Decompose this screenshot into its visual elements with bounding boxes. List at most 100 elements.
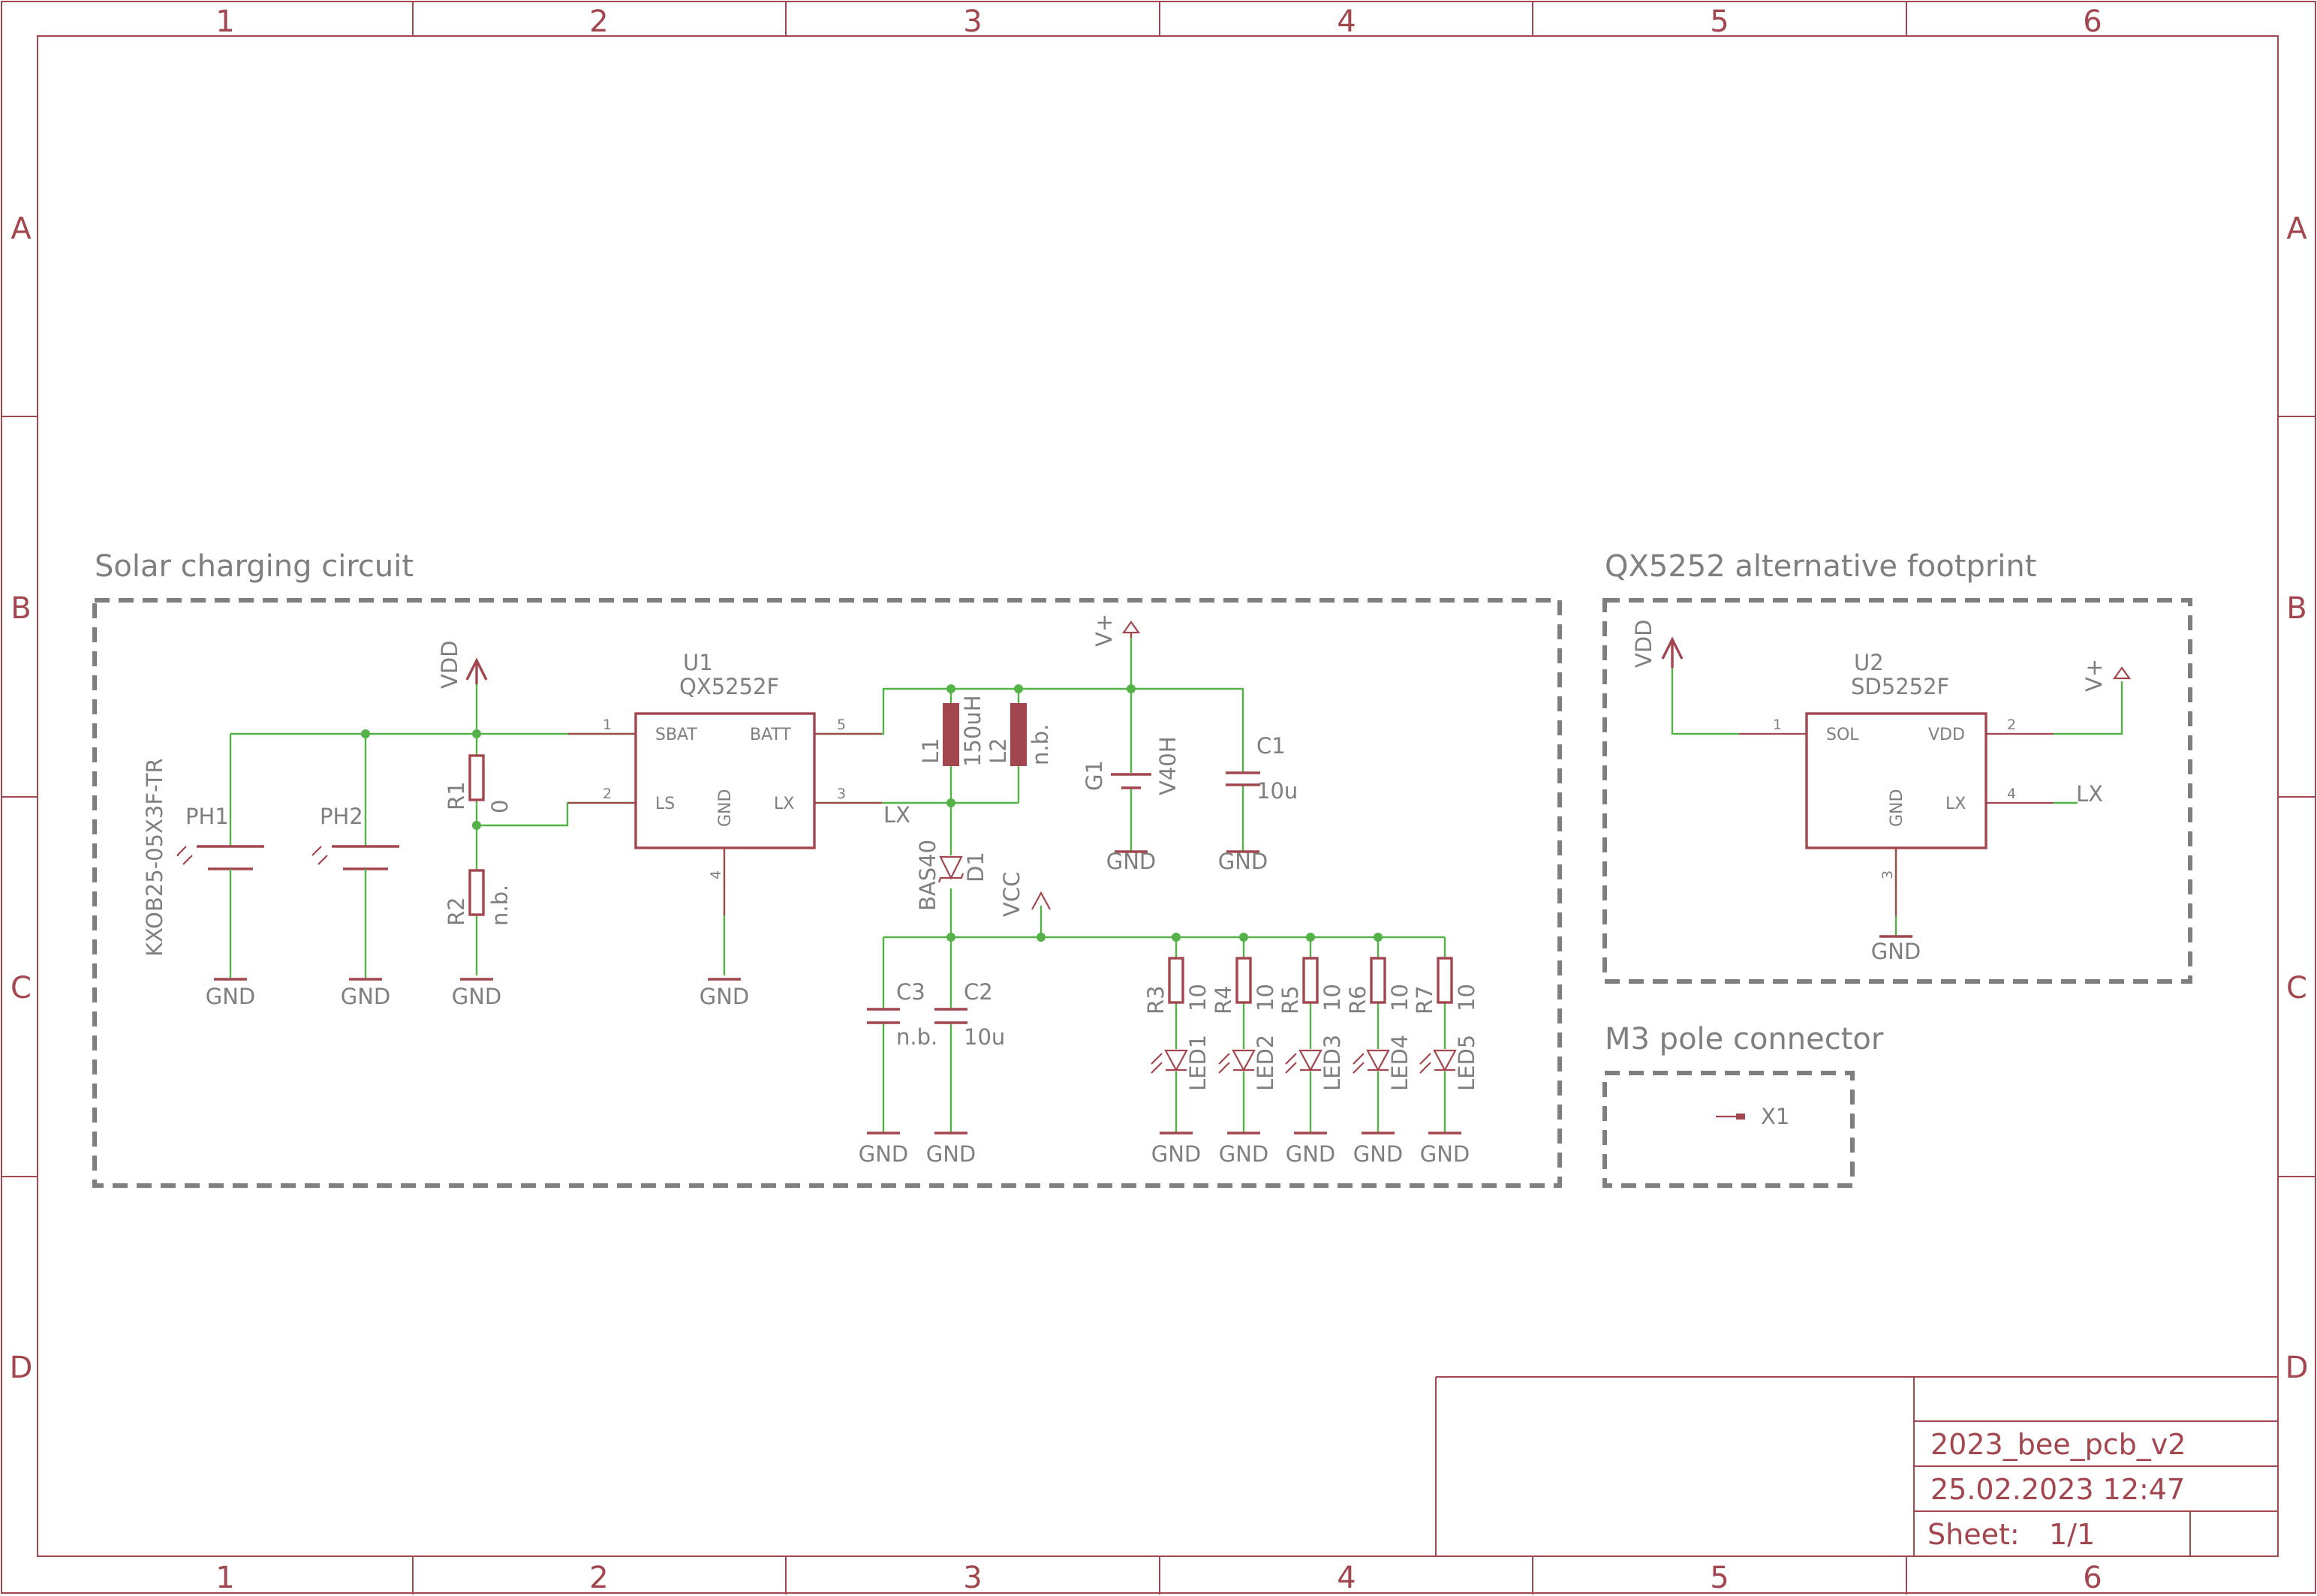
section-solar: Solar charging circuit (92, 549, 1562, 1188)
column-label: 3 (963, 5, 982, 39)
column-label: 1 (215, 1561, 234, 1595)
gnd-symbol: GND (1286, 1132, 1335, 1167)
vplus-supply-alt: V+ (2081, 659, 2132, 692)
component-value: n.b. (1028, 724, 1053, 765)
pin-name: SBAT (655, 726, 697, 744)
column-label: 5 (1710, 5, 1729, 39)
pin-number: 2 (603, 786, 612, 802)
led-branch-4: R6 10 LED4 (1345, 957, 1413, 1091)
gnd-symbol: GND (1871, 935, 1921, 964)
row-label: C (11, 971, 32, 1005)
net-label-lx: LX (883, 802, 910, 828)
row-labels-left: A B C D (10, 212, 33, 1385)
row-dividers (2, 416, 2315, 1177)
pin-name: LX (1945, 795, 1966, 813)
net-label: GND (341, 984, 391, 1009)
light-arrows-icon (1285, 1053, 1297, 1074)
component-ref: U2 (1854, 650, 1884, 675)
pin-name: GND (716, 789, 735, 827)
junction-dot (946, 798, 955, 807)
component-ref: D1 (963, 852, 988, 882)
light-arrows-icon (1151, 1053, 1163, 1074)
section-box (92, 598, 1562, 1188)
led-branch-3: R5 10 LED3 (1277, 957, 1345, 1091)
led-branch-2: R4 10 LED2 (1211, 957, 1278, 1091)
component-value: 0 (487, 800, 513, 813)
component-ref: R4 (1211, 985, 1236, 1014)
component-value: n.b. (896, 1024, 937, 1050)
section-m3-connector: M3 pole connector (1602, 1022, 1884, 1188)
vcc-supply: VCC (999, 872, 1051, 917)
column-label: 6 (2083, 5, 2102, 39)
pin-number: 3 (1879, 870, 1896, 879)
r2-resistor: R2 n.b. (444, 869, 513, 926)
title-block: 2023_bee_pcb_v2 25.02.2023 12:47 Sheet: … (1435, 1376, 2278, 1556)
net-label: GND (452, 984, 502, 1009)
light-arrows-icon (1353, 1053, 1365, 1074)
column-label: 4 (1337, 5, 1356, 39)
light-arrows-icon (1218, 1053, 1230, 1074)
led-ref: LED2 (1253, 1035, 1278, 1091)
sheet-label: Sheet: (1927, 1518, 2020, 1551)
component-ref: PH1 (185, 804, 229, 829)
pin-number: 2 (2007, 717, 2016, 733)
net-label: GND (206, 984, 256, 1009)
net-label: V+ (1091, 614, 1117, 647)
net-label: GND (1219, 1141, 1269, 1167)
section-title: Solar charging circuit (95, 549, 414, 584)
junction-dot (1374, 933, 1383, 942)
column-dividers (412, 2, 1907, 1594)
component-ref: U1 (683, 650, 713, 675)
ph2-solar-cell: PH2 (311, 804, 399, 979)
gnd-symbol: GND (1106, 849, 1157, 874)
d1-diode: BAS40 D1 (915, 840, 988, 911)
component-value: SD5252F (1851, 674, 1949, 699)
net-label: GND (1151, 1141, 1202, 1167)
gnd-symbol: GND (926, 1132, 976, 1167)
sheet-number: 1/1 (2049, 1518, 2095, 1551)
led-branch-1: R3 10 LED1 (1143, 957, 1211, 1091)
component-ref: PH2 (320, 804, 363, 829)
column-label: 5 (1710, 1561, 1729, 1595)
junction-dot (361, 729, 370, 738)
junction-dot (946, 684, 955, 693)
component-value: QX5252F (679, 674, 779, 699)
component-ref: R5 (1277, 985, 1303, 1014)
gnd-symbol: GND (206, 978, 256, 1009)
row-label: A (2286, 212, 2307, 246)
net-label: GND (926, 1141, 976, 1167)
g1-battery: G1 V40H (1082, 736, 1181, 795)
pin-number: 4 (2007, 786, 2016, 802)
column-label: 2 (589, 5, 608, 39)
drawing-date: 25.02.2023 12:47 (1930, 1473, 2185, 1506)
pin-name: LX (774, 795, 794, 813)
led-ref: LED5 (1454, 1035, 1479, 1091)
component-ref: R6 (1345, 985, 1371, 1014)
net-label: VCC (999, 872, 1025, 917)
net-label: GND (1871, 939, 1921, 964)
c3-capacitor: C3 n.b. (867, 979, 937, 1050)
component-value: 10 (1253, 984, 1278, 1011)
vdd-supply: VDD (437, 641, 488, 690)
junction-dot (1306, 933, 1315, 942)
led-ref: LED1 (1185, 1035, 1211, 1091)
section-box (1602, 598, 2192, 984)
row-label: B (2286, 591, 2306, 626)
junction-dot (1239, 933, 1248, 942)
vplus-supply: V+ (1091, 614, 1141, 647)
component-ref: C2 (964, 979, 993, 1005)
section-box (1602, 1071, 1855, 1188)
pin-number: 1 (1773, 717, 1782, 733)
section-title: M3 pole connector (1605, 1022, 1884, 1056)
pin-name: BATT (750, 726, 791, 744)
component-value: KXOB25-05X3F-TR (142, 758, 167, 957)
gnd-symbol: GND (1218, 849, 1268, 874)
junctions (361, 684, 1383, 942)
component-ref: C1 (1256, 733, 1286, 759)
net-label: VDD (437, 641, 462, 690)
net-label: GND (1353, 1141, 1404, 1167)
row-label: C (2286, 971, 2307, 1005)
component-value: 150uH (960, 695, 985, 767)
component-ref: R2 (444, 897, 469, 926)
